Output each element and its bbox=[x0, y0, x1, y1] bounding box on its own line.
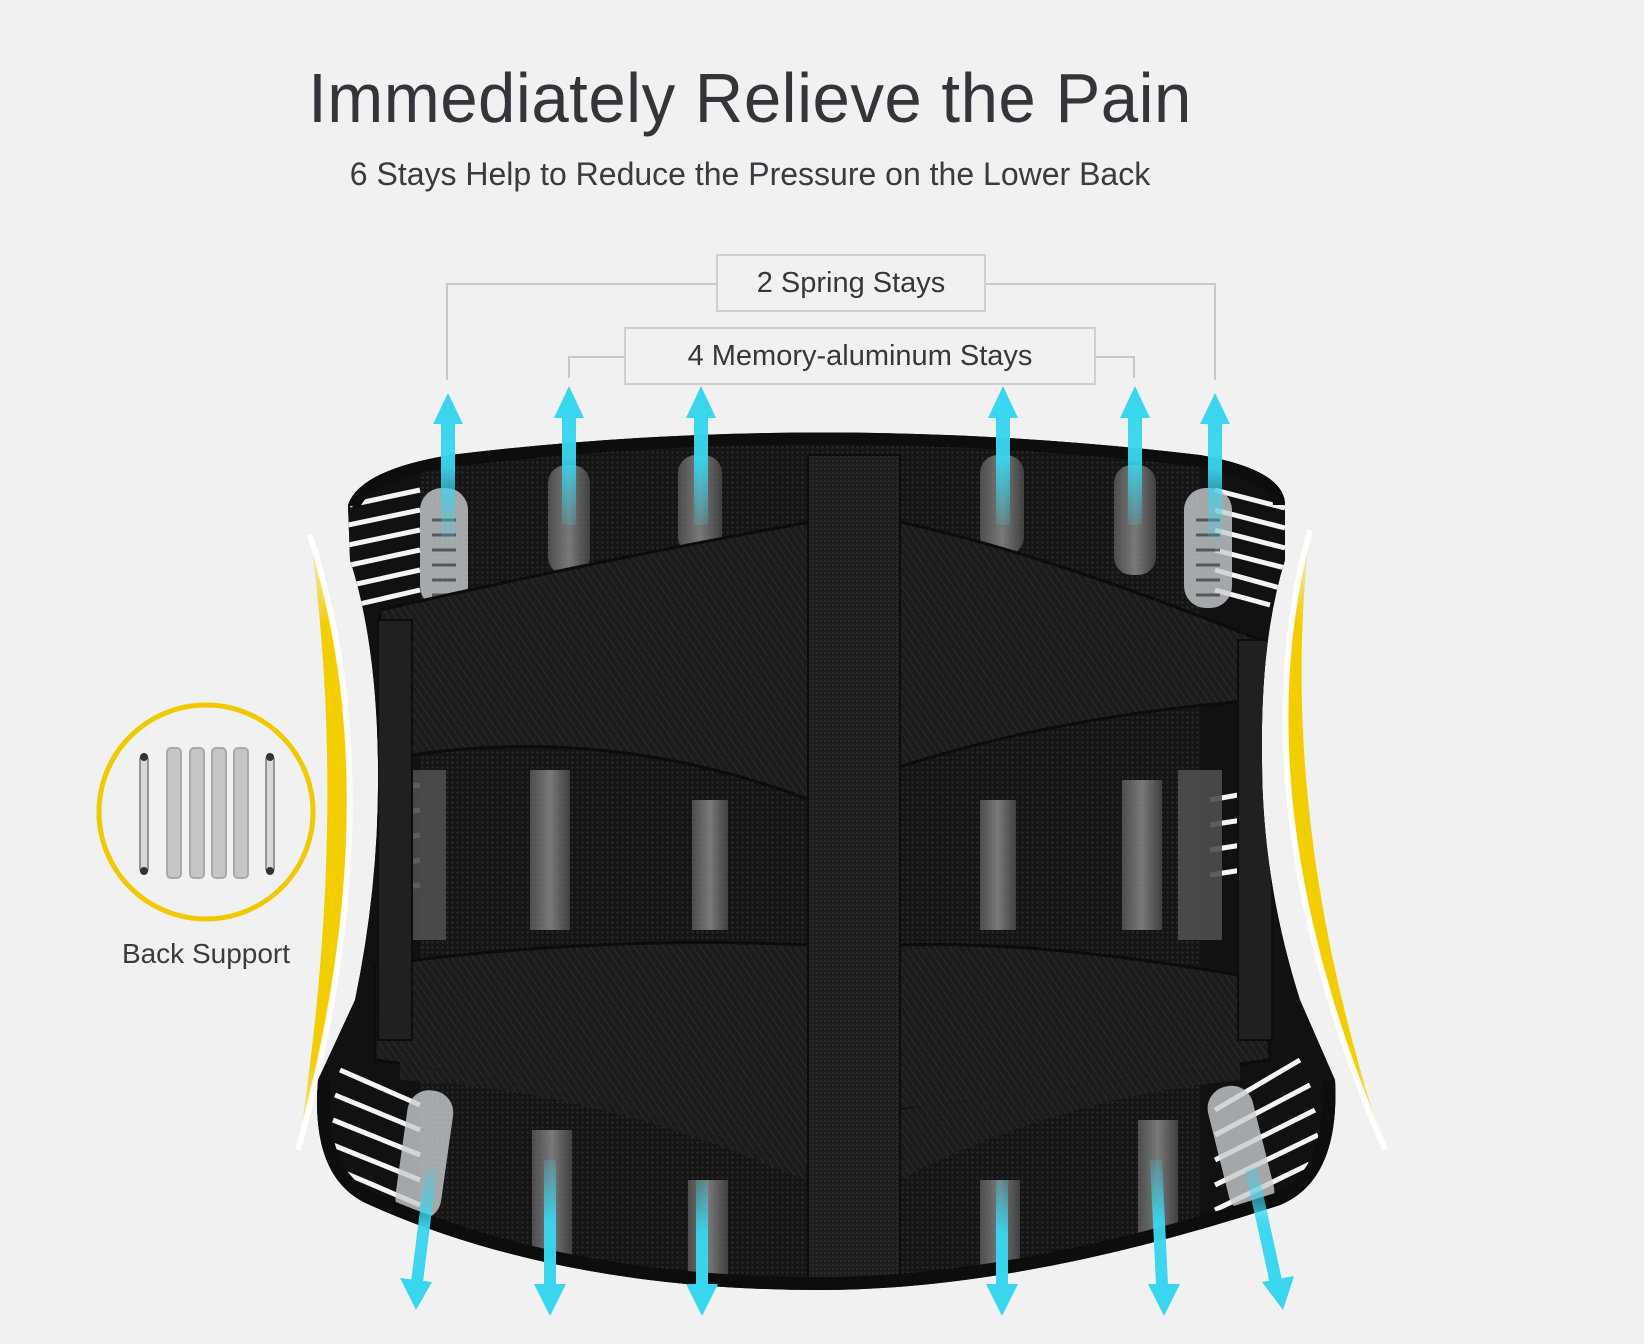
support-curve-left-icon bbox=[298, 535, 348, 1150]
arrow-down-icon bbox=[1148, 1160, 1180, 1316]
arrow-down-icon bbox=[534, 1160, 566, 1316]
arrow-down-icon bbox=[400, 1170, 437, 1310]
arrow-up-icon bbox=[1200, 393, 1230, 540]
memory-stays-label: 4 Memory-aluminum Stays bbox=[624, 327, 1096, 385]
arrow-down-icons bbox=[400, 1160, 1294, 1316]
arrow-up-icon bbox=[554, 386, 584, 525]
arrow-up-icon bbox=[686, 386, 716, 525]
page-title: Immediately Relieve the Pain bbox=[308, 59, 1192, 137]
page-subtitle: 6 Stays Help to Reduce the Pressure on t… bbox=[349, 156, 1151, 192]
arrow-up-icons bbox=[433, 386, 1230, 540]
spring-stays-label: 2 Spring Stays bbox=[716, 254, 986, 312]
center-webbing bbox=[807, 454, 901, 1286]
arrow-up-icon bbox=[1120, 386, 1150, 525]
arrow-up-icon bbox=[433, 393, 463, 540]
spring-stays-bracket bbox=[446, 283, 1216, 380]
spring-stay-icon bbox=[139, 753, 275, 875]
arrow-down-icon bbox=[686, 1180, 718, 1316]
aluminum-stay-icon bbox=[166, 747, 249, 879]
arrow-down-icon bbox=[1245, 1166, 1294, 1310]
arrow-up-icon bbox=[988, 386, 1018, 525]
arrow-down-icon bbox=[986, 1180, 1018, 1316]
stays-set-icon bbox=[96, 702, 316, 922]
memory-stays-bracket bbox=[568, 356, 1135, 378]
back-brace bbox=[317, 432, 1336, 1290]
back-support-caption: Back Support bbox=[121, 938, 291, 969]
